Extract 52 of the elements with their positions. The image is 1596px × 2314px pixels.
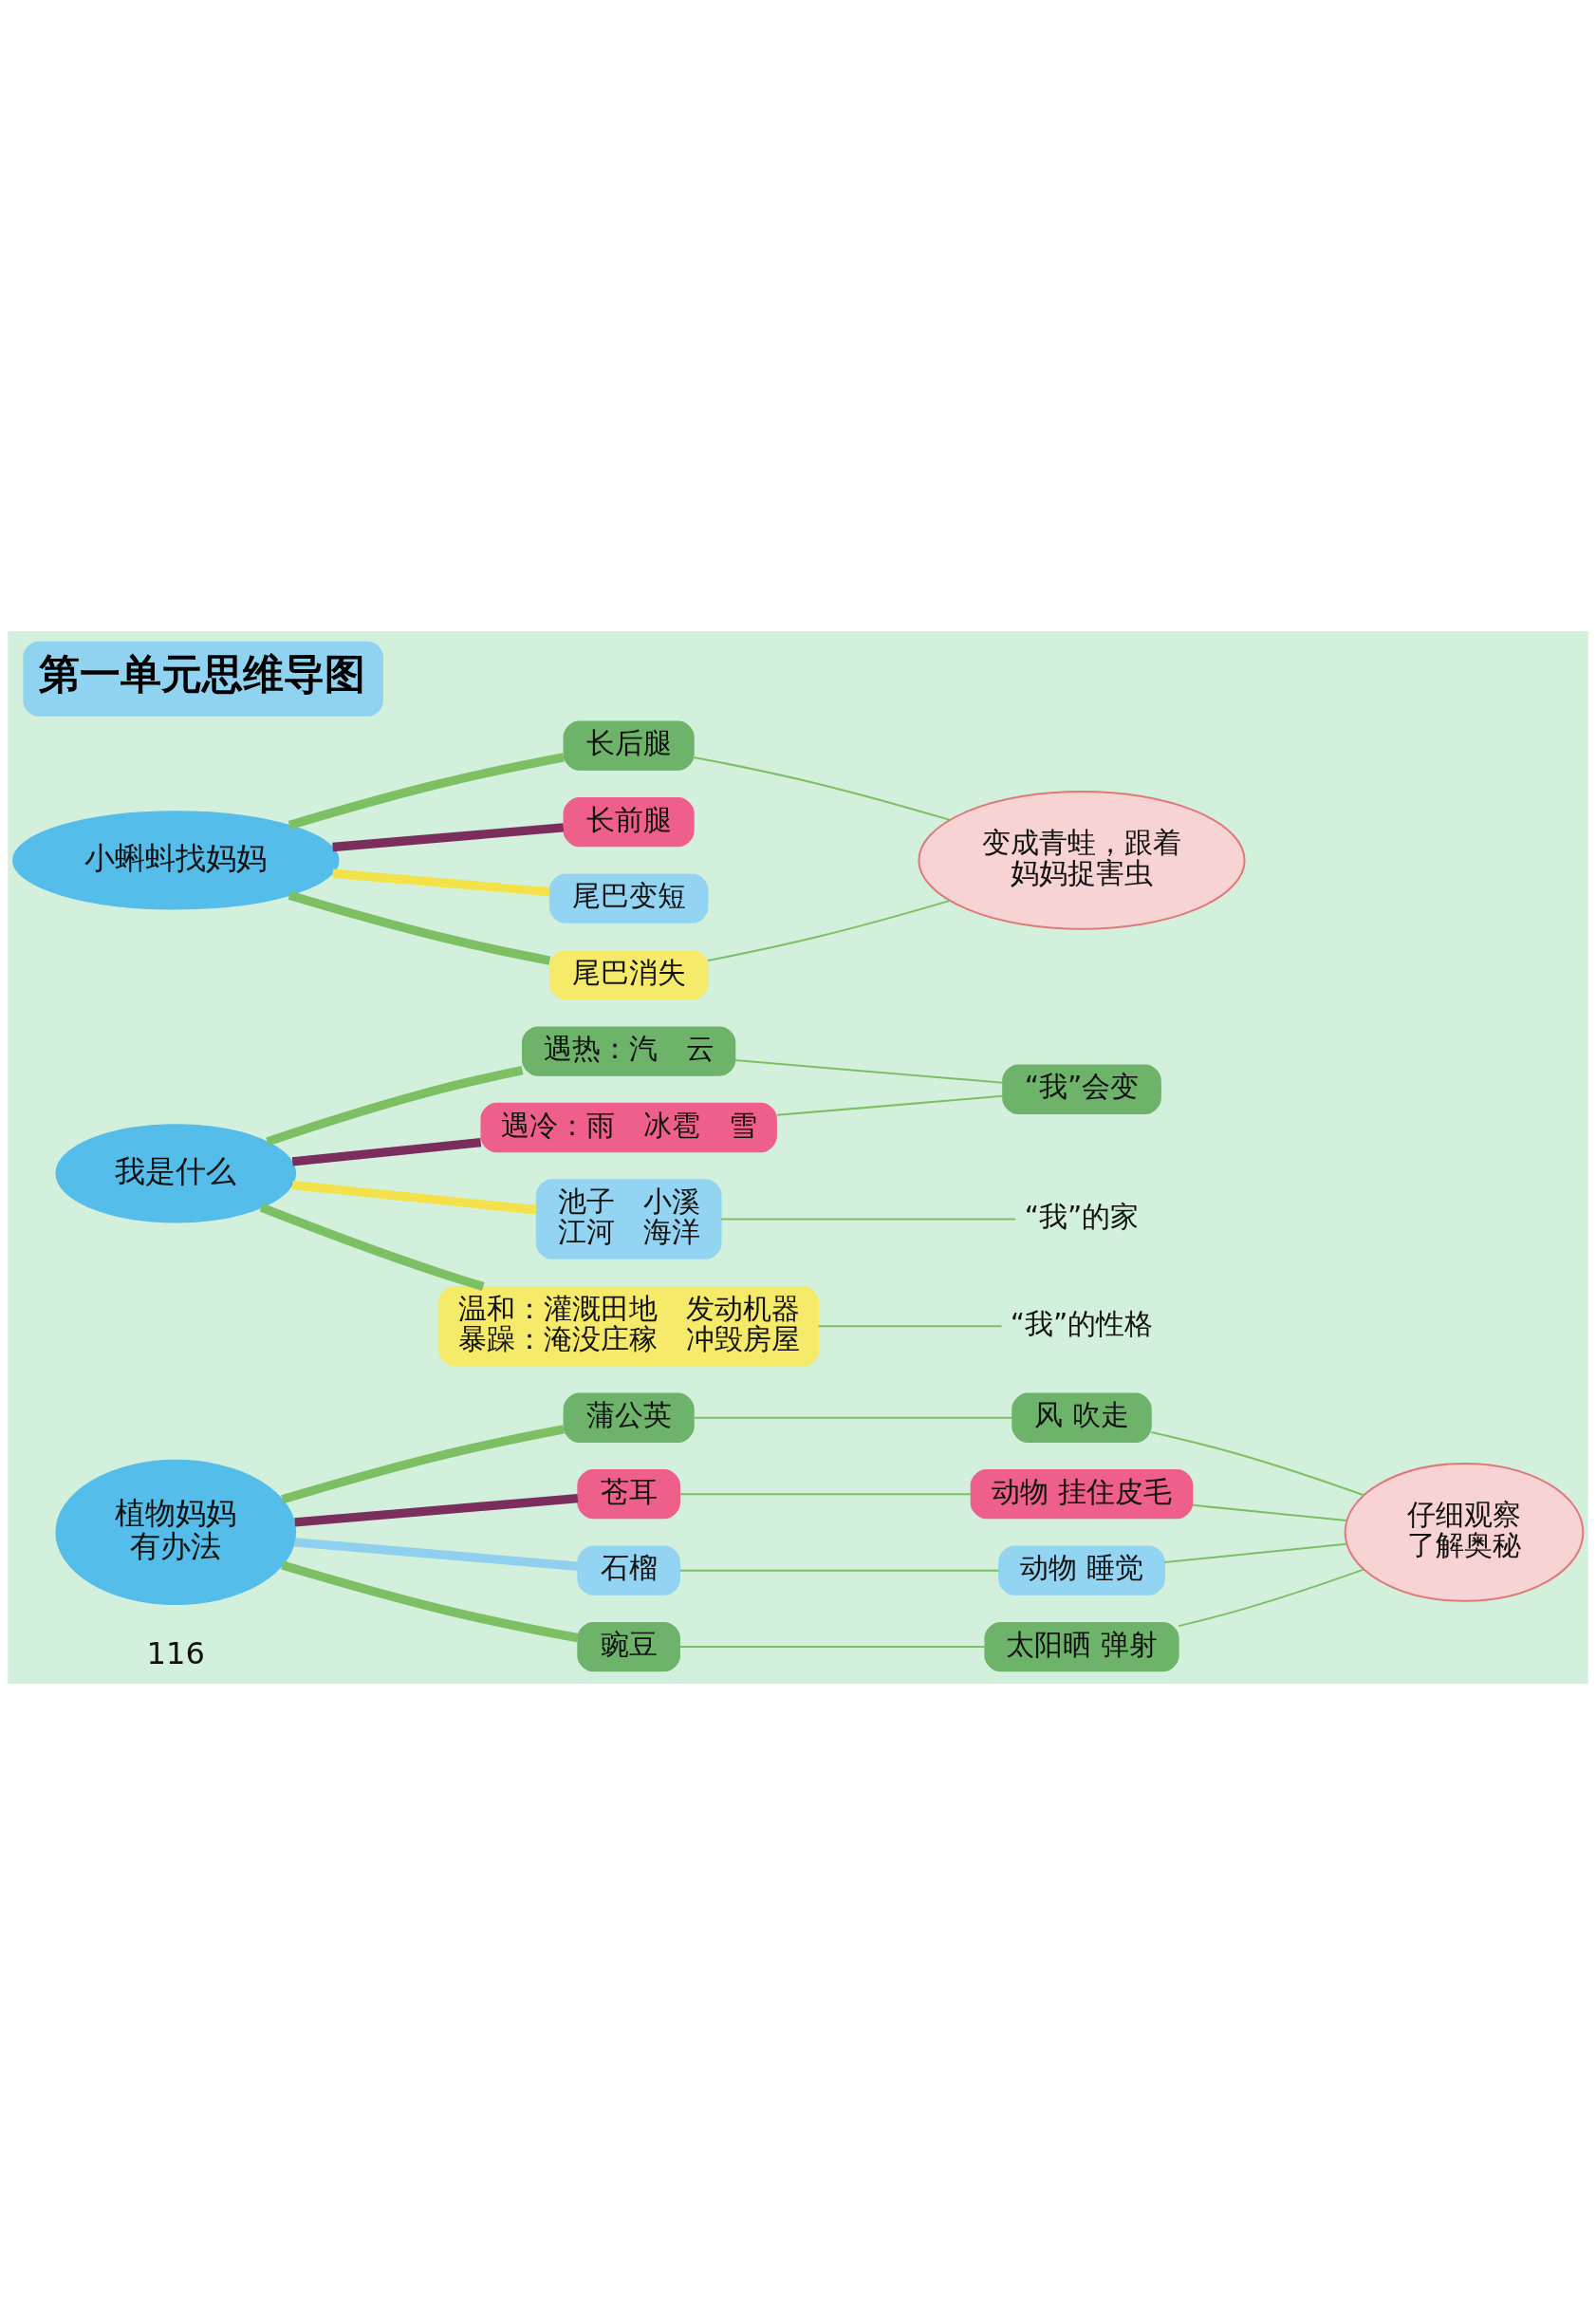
connector	[1193, 1503, 1347, 1521]
diagram-title: 第一单元思维导图	[39, 649, 366, 698]
connector	[776, 1094, 1003, 1116]
node-box: 蒲公英	[563, 1392, 695, 1443]
node-box: 风 吹走	[1011, 1392, 1152, 1443]
connector	[266, 1065, 524, 1146]
connector	[734, 1058, 1003, 1084]
node-box: 尾巴消失	[548, 949, 709, 999]
node-box: 长后腿	[563, 720, 695, 771]
node-box: 池子 小溪 江河 海洋	[535, 1178, 722, 1260]
node-box: 太阳晒 弹射	[984, 1621, 1179, 1671]
node-box: 豌豆	[577, 1621, 680, 1671]
connector	[288, 752, 565, 830]
connector	[679, 1645, 985, 1648]
connector	[294, 1493, 579, 1527]
node-text: “我”的性格	[1010, 1307, 1154, 1340]
node-ellipse: 仔细观察了解奥秘	[1344, 1462, 1585, 1602]
node-box: 遇热：汽 云	[522, 1025, 736, 1076]
node-box: 动物 挂住皮毛	[970, 1468, 1194, 1519]
node-ellipse: 我是什么	[55, 1123, 297, 1222]
connector	[291, 1180, 537, 1214]
connector	[291, 1137, 482, 1166]
node-ellipse: 植物妈妈有办法	[55, 1459, 297, 1605]
node-ellipse: 小蝌蚪找妈妈	[12, 810, 340, 909]
node-box: 动物 睡觉	[998, 1545, 1165, 1596]
node-box: 温和：灌溉田地 发动机器 暴躁：淹没庄稼 冲毁房屋	[438, 1285, 820, 1366]
node-box: 长前腿	[563, 796, 695, 847]
connector	[281, 1424, 565, 1503]
connector	[294, 1537, 579, 1571]
node-box: 遇冷：雨 冰雹 雪	[480, 1102, 777, 1152]
connector	[694, 1416, 1012, 1419]
connector	[679, 1569, 999, 1572]
node-text: “我”的家	[1024, 1200, 1140, 1233]
connector	[694, 756, 951, 821]
connector	[1178, 1568, 1364, 1627]
node-box: 石榴	[577, 1545, 680, 1596]
connector	[281, 1560, 579, 1642]
node-box: “我”会变	[1002, 1064, 1161, 1114]
connector	[721, 1218, 1015, 1221]
label: 116	[146, 1634, 205, 1671]
connector	[1164, 1542, 1347, 1563]
connector	[679, 1492, 972, 1495]
node-ellipse: 变成青蛙，跟着妈妈捉害虫	[918, 790, 1246, 930]
connector	[288, 890, 551, 965]
node-box: 尾巴变短	[548, 872, 709, 924]
connector	[332, 822, 565, 851]
connector	[1151, 1430, 1364, 1496]
connector	[332, 868, 550, 896]
connector	[259, 1203, 485, 1291]
connector	[818, 1324, 1002, 1327]
connector	[707, 899, 951, 961]
node-box: 苍耳	[577, 1468, 680, 1519]
